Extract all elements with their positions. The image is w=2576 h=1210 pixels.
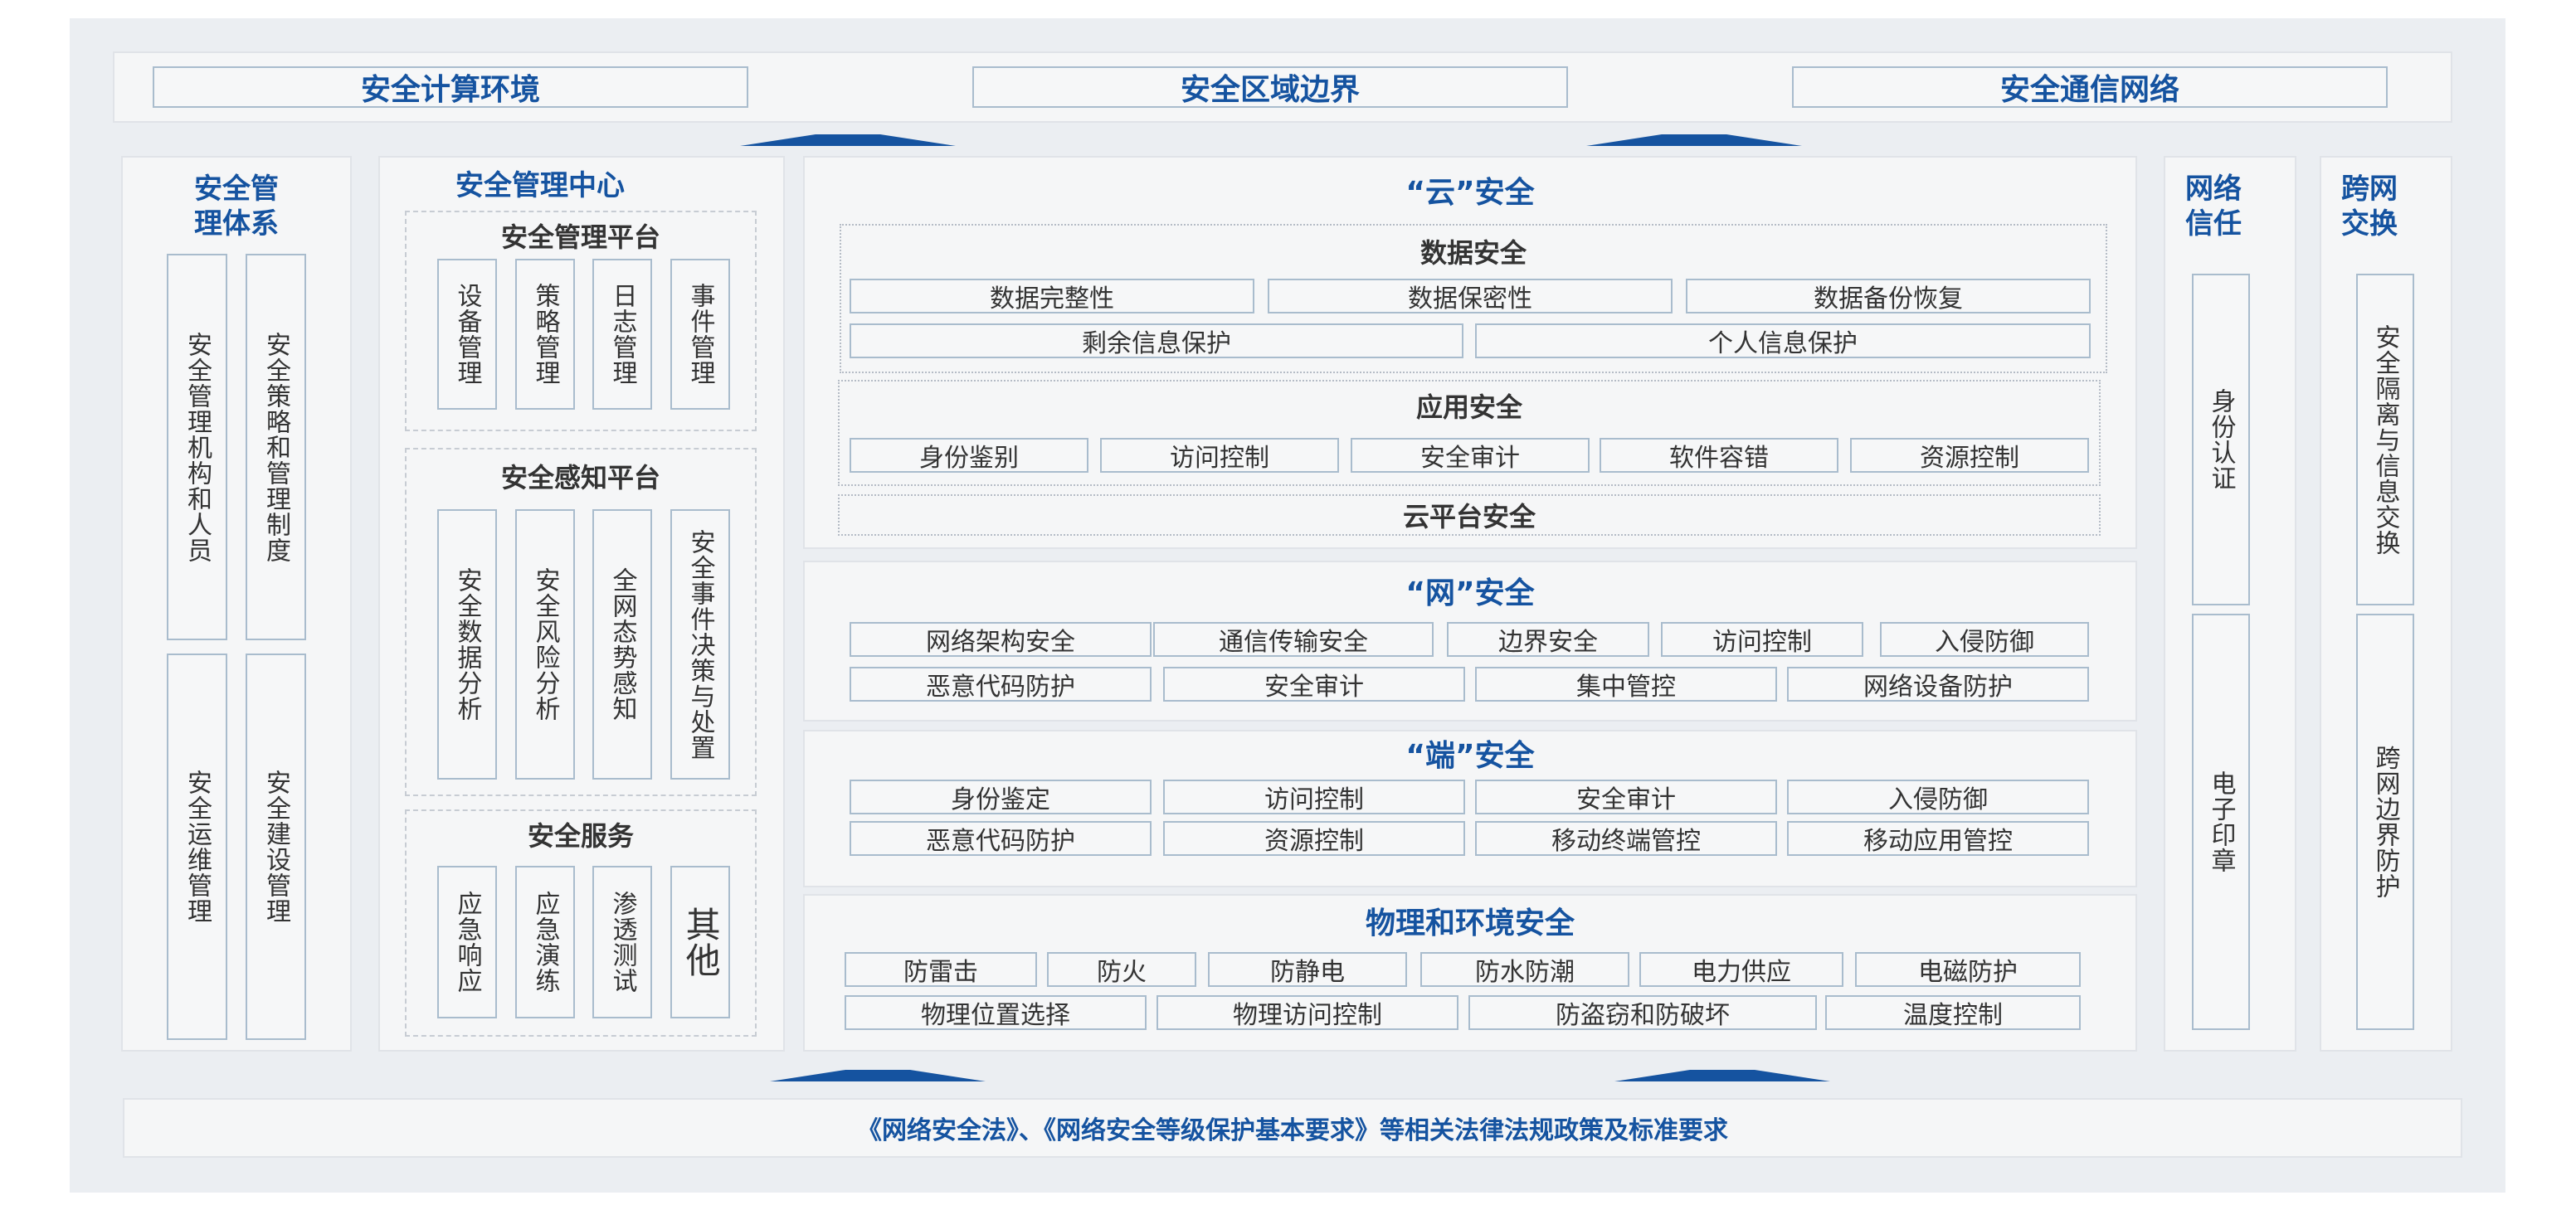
end-resource-box: 资源控制	[1163, 821, 1465, 856]
perception-title: 安全感知平台	[500, 462, 660, 493]
mgmt-item-ops: 安全运维管理	[167, 654, 227, 1040]
mgmt-platform-title: 安全管理平台	[500, 221, 660, 253]
trust-title: 网络 信任	[2185, 173, 2242, 241]
net-intrusion-box: 入侵防御	[1880, 622, 2089, 657]
end-intrusion-box: 入侵防御	[1787, 780, 2089, 814]
platform-item-log: 日志管理	[592, 259, 652, 410]
data-confidentiality-box: 数据保密性	[1268, 279, 1673, 313]
end-title: “端”安全	[1405, 739, 1535, 773]
phys-location-box: 物理位置选择	[845, 995, 1147, 1030]
service-item-response: 应急响应	[437, 866, 497, 1018]
data-security-group	[840, 224, 2107, 373]
mgmt-item-org: 安全管理机构和人员	[167, 254, 227, 640]
phys-power-box: 电力供应	[1639, 952, 1843, 987]
top-box-network: 安全通信网络	[1792, 66, 2388, 108]
end-audit-box: 安全审计	[1475, 780, 1777, 814]
data-backup-box: 数据备份恢复	[1686, 279, 2091, 313]
mgmt-system-panel	[121, 156, 352, 1052]
end-mobile-terminal-box: 移动终端管控	[1475, 821, 1777, 856]
net-boundary-box: 边界安全	[1447, 622, 1649, 657]
app-audit-box: 安全审计	[1351, 438, 1590, 473]
end-malware-box: 恶意代码防护	[850, 821, 1152, 856]
exchange-isolation: 安全隔离与信息交换	[2356, 274, 2414, 605]
end-identity-box: 身份鉴定	[850, 780, 1152, 814]
app-access-box: 访问控制	[1100, 438, 1339, 473]
service-title: 安全服务	[527, 820, 634, 852]
app-identity-box: 身份鉴别	[850, 438, 1088, 473]
end-mobile-app-box: 移动应用管控	[1787, 821, 2089, 856]
net-title: “网”安全	[1405, 576, 1535, 610]
service-item-drill: 应急演练	[515, 866, 575, 1018]
platform-item-device: 设备管理	[437, 259, 497, 410]
exchange-boundary-protection: 跨网边界防护	[2356, 614, 2414, 1030]
perception-group	[405, 448, 757, 796]
mgmt-center-title: 安全管理中心	[455, 168, 625, 202]
net-access-box: 访问控制	[1661, 622, 1863, 657]
phys-theft-box: 防盗窃和防破坏	[1468, 995, 1817, 1030]
personal-info-box: 个人信息保护	[1475, 323, 2091, 358]
perception-item-risk: 安全风险分析	[515, 509, 575, 780]
residual-info-box: 剩余信息保护	[850, 323, 1463, 358]
net-transport-box: 通信传输安全	[1153, 622, 1434, 657]
platform-item-policy: 策略管理	[515, 259, 575, 410]
service-group	[405, 809, 757, 1037]
phys-static-box: 防静电	[1208, 952, 1407, 987]
app-security-title: 应用安全	[1415, 391, 1522, 423]
net-central-box: 集中管控	[1475, 667, 1777, 702]
cloud-title: “云”安全	[1405, 176, 1535, 210]
phys-lightning-box: 防雷击	[845, 952, 1037, 987]
phys-fire-box: 防火	[1047, 952, 1196, 987]
trust-e-seal: 电子印章	[2192, 614, 2250, 1030]
mgmt-platform-group	[405, 211, 757, 431]
phys-title: 物理和环境安全	[1365, 906, 1575, 940]
top-box-boundary: 安全区域边界	[972, 66, 1568, 108]
perception-item-decision: 安全事件决策与处置	[670, 509, 730, 780]
data-security-title: 数据安全	[1419, 237, 1527, 269]
exchange-title: 跨网 交换	[2341, 173, 2398, 241]
mgmt-system-title: 安全管 理体系	[194, 173, 279, 241]
footer-law-basis: 《网络安全法》、《网络安全等级保护基本要求》等相关法律法规政策及标准要求	[123, 1098, 2462, 1158]
platform-item-event: 事件管理	[670, 259, 730, 410]
phys-access-box: 物理访问控制	[1157, 995, 1458, 1030]
mgmt-item-build: 安全建设管理	[246, 654, 306, 1040]
cloud-platform-security: 云平台安全	[838, 494, 2101, 536]
perception-item-situation: 全网态势感知	[592, 509, 652, 780]
service-item-pentest: 渗透测试	[592, 866, 652, 1018]
perception-item-data: 安全数据分析	[437, 509, 497, 780]
net-device-box: 网络设备防护	[1787, 667, 2089, 702]
app-fault-box: 软件容错	[1600, 438, 1838, 473]
phys-temperature-box: 温度控制	[1825, 995, 2081, 1030]
net-audit-box: 安全审计	[1163, 667, 1465, 702]
trust-identity-auth: 身份认证	[2192, 274, 2250, 605]
data-integrity-box: 数据完整性	[850, 279, 1254, 313]
phys-em-box: 电磁防护	[1855, 952, 2081, 987]
net-malware-box: 恶意代码防护	[850, 667, 1152, 702]
app-resource-box: 资源控制	[1850, 438, 2089, 473]
mgmt-item-policy: 安全策略和管理制度	[246, 254, 306, 640]
phys-water-box: 防水防潮	[1420, 952, 1629, 987]
app-security-group	[838, 380, 2101, 486]
end-access-box: 访问控制	[1163, 780, 1465, 814]
top-box-computing: 安全计算环境	[153, 66, 748, 108]
net-arch-box: 网络架构安全	[850, 622, 1152, 657]
service-item-other: 其他	[670, 866, 730, 1018]
